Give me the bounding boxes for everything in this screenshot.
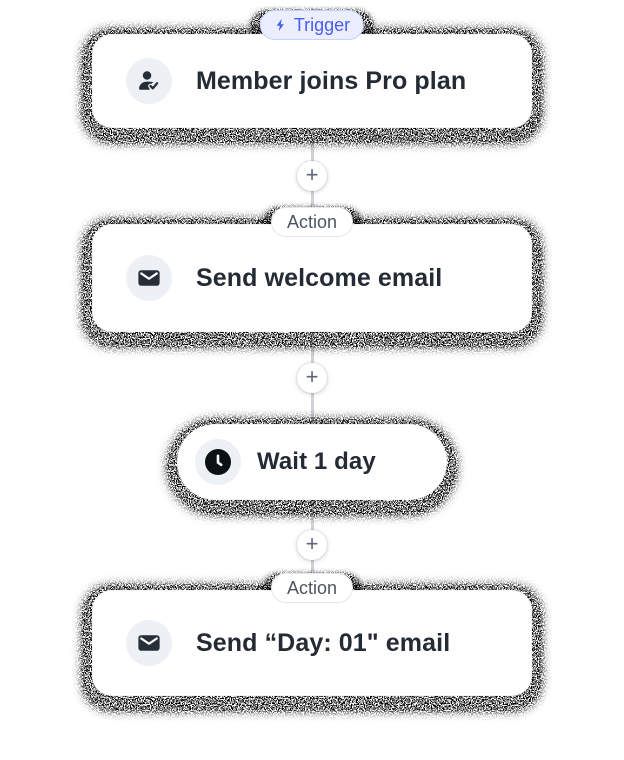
workflow-node-action-2: Send “Day: 01" email Action	[85, 573, 539, 708]
action-node-card[interactable]: Send welcome email	[92, 224, 532, 332]
badge-label: Action	[286, 577, 338, 598]
node-title: Wait 1 day	[257, 448, 376, 475]
action-badge: Action	[270, 207, 354, 237]
icon-circle	[126, 58, 172, 104]
node-title: Member joins Pro plan	[196, 66, 467, 95]
badge-label: Trigger	[293, 14, 351, 35]
icon-circle	[195, 439, 241, 485]
connector: +	[296, 500, 328, 590]
node-title: Send welcome email	[196, 263, 443, 292]
trigger-node-card[interactable]: Member joins Pro plan	[92, 34, 532, 128]
add-step-button[interactable]: +	[297, 363, 327, 393]
bolt-icon	[276, 18, 284, 32]
icon-circle	[126, 255, 172, 301]
icon-circle	[126, 620, 172, 666]
plus-icon: +	[305, 364, 319, 389]
member-check-icon	[139, 71, 160, 91]
add-step-button[interactable]: +	[297, 161, 327, 191]
action-badge: Action	[270, 573, 354, 603]
add-step-button[interactable]: +	[297, 530, 327, 560]
node-title: Send “Day: 01" email	[196, 628, 451, 657]
workflow-node-trigger: Member joins Pro plan Trigger	[85, 10, 539, 140]
envelope-icon	[138, 270, 160, 286]
trigger-badge: Trigger	[259, 10, 365, 40]
connector: +	[296, 332, 328, 424]
badge-label: Action	[286, 211, 338, 232]
delay-node-pill[interactable]: Wait 1 day	[177, 424, 447, 500]
plus-icon: +	[305, 162, 319, 187]
plus-icon: +	[305, 531, 319, 556]
connector: +	[296, 128, 328, 224]
workflow-node-action-1: Send welcome email Action	[85, 207, 539, 344]
envelope-icon	[138, 635, 160, 651]
workflow-node-delay: Wait 1 day	[170, 422, 454, 512]
clock-icon	[205, 449, 231, 475]
action-node-card[interactable]: Send “Day: 01" email	[92, 590, 532, 696]
